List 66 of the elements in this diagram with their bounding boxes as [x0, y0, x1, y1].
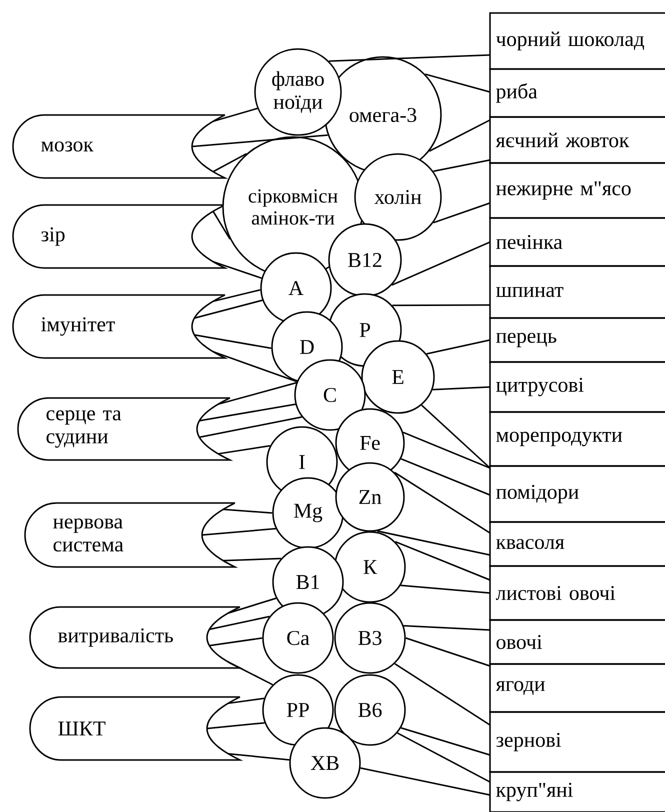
body-system-tab: мозок	[12, 114, 226, 179]
food-cell: яєчний жовток	[489, 116, 665, 164]
connector-line	[212, 108, 258, 122]
connector-line	[212, 261, 262, 279]
connector-line	[426, 339, 490, 355]
body-system-tab: витривалість	[29, 606, 241, 669]
connector-line	[400, 584, 490, 594]
connector-line	[392, 241, 490, 286]
food-cell: чорний шоколад	[489, 12, 665, 70]
food-cell: листові овочі	[489, 565, 665, 621]
connector-line	[212, 210, 231, 240]
body-system-tab: імунітет	[12, 294, 226, 359]
body-system-tab: зір	[12, 204, 226, 269]
food-cell: зернові	[489, 711, 665, 773]
connector-line	[209, 616, 270, 630]
food-cell: цитрусові	[489, 361, 665, 413]
food-cell: риба	[489, 68, 665, 118]
connector-line	[328, 54, 490, 62]
food-cell: помідори	[489, 465, 665, 523]
connector-line	[212, 152, 247, 172]
connector-line	[199, 416, 302, 438]
connector-line	[394, 472, 490, 534]
connector-line	[377, 530, 490, 556]
connector-line	[402, 432, 490, 469]
food-cell: квасоля	[489, 521, 665, 567]
body-system-tab: нервова система	[24, 502, 236, 568]
connector-line	[228, 752, 290, 761]
connector-line	[194, 300, 263, 319]
connector-line	[394, 663, 490, 726]
connector-line	[212, 289, 260, 302]
connector-line	[223, 508, 272, 514]
connector-line	[433, 159, 490, 172]
connector-line	[360, 767, 490, 796]
connector-line	[397, 732, 490, 783]
connector-line	[404, 625, 490, 631]
connector-line	[199, 404, 296, 422]
connector-line	[228, 598, 276, 614]
body-system-tab: ШКТ	[29, 696, 241, 761]
connector-line	[223, 558, 282, 562]
connector-line	[228, 661, 274, 686]
connector-line	[400, 727, 490, 756]
connector-line	[212, 351, 298, 382]
connector-line	[209, 637, 262, 646]
connector-line	[433, 202, 490, 224]
connector-line	[400, 458, 490, 496]
food-cell: перець	[489, 317, 665, 363]
connector-line	[228, 698, 264, 704]
connector-line	[421, 404, 491, 469]
connector-line	[406, 637, 490, 667]
food-cell: круп"яні	[489, 771, 665, 812]
connector-line	[218, 445, 270, 455]
food-cell: овочі	[489, 619, 665, 665]
food-cell: нежирне м"ясо	[489, 162, 665, 219]
food-cell: печінка	[489, 217, 665, 267]
connector-line	[395, 541, 490, 581]
connector-line	[432, 386, 490, 390]
connector-line	[218, 382, 297, 405]
food-cell: морепродукти	[489, 411, 665, 467]
connector-line	[425, 73, 490, 93]
node-label: ХВ	[310, 756, 339, 770]
connector-line	[392, 304, 490, 306]
body-system-tab: серце та судини	[17, 397, 231, 461]
food-cell: ягоди	[489, 663, 665, 713]
connector-line	[194, 334, 272, 349]
connector-line	[428, 119, 490, 152]
food-cell: шпинат	[489, 265, 665, 319]
